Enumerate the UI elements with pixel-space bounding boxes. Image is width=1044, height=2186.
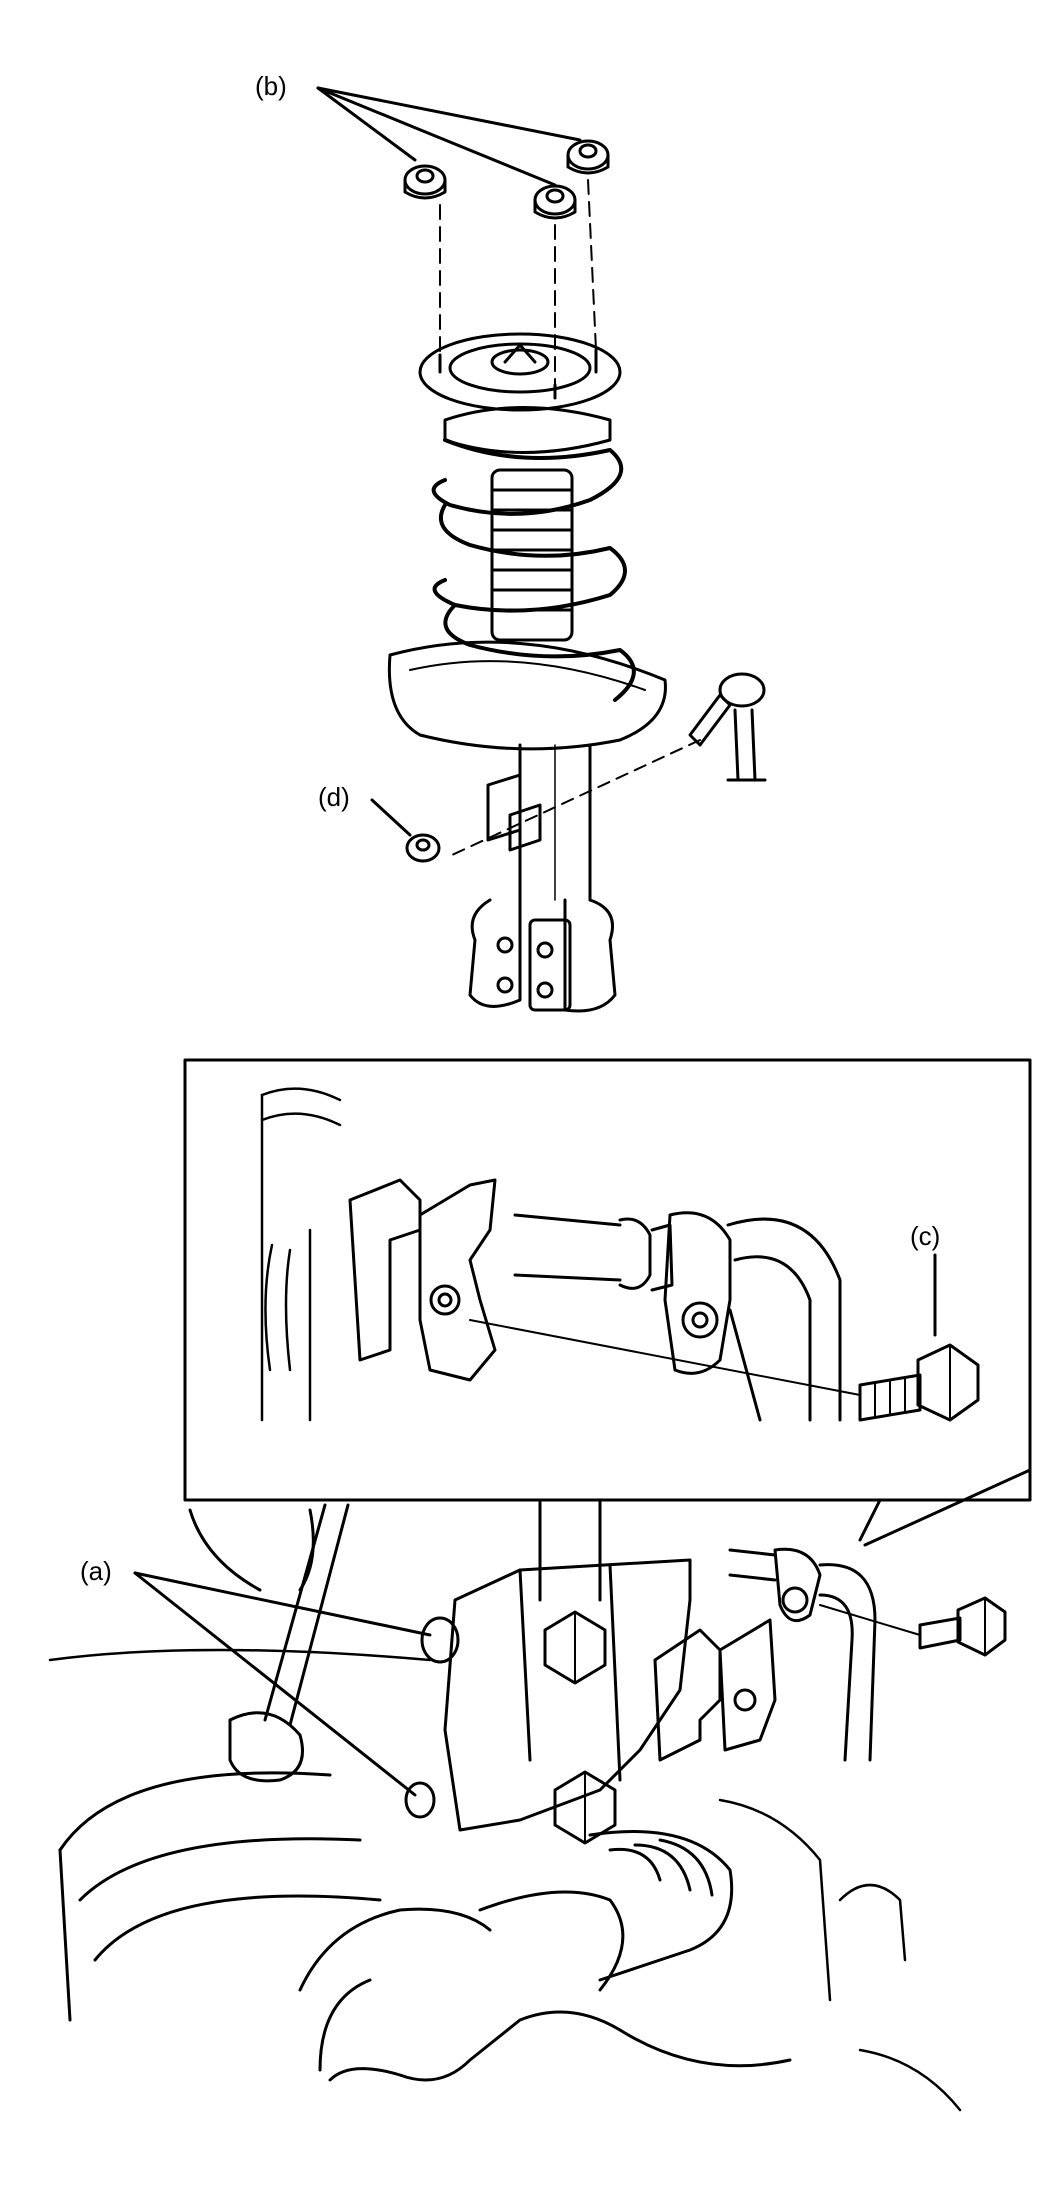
callout-a-label: (a) — [80, 1556, 112, 1586]
wheel-arch — [718, 1798, 962, 2112]
inset-pointer-left — [858, 1498, 882, 1542]
stud-alignment-lines — [439, 179, 597, 386]
callout-c-label: (c) — [910, 1221, 940, 1251]
mount-nut-right — [566, 139, 610, 175]
lower-strut — [188, 1498, 602, 1602]
callout-d-label: (d) — [318, 782, 350, 812]
lower-link-bolt — [918, 1596, 1007, 1657]
callout-a-leaders — [133, 1571, 432, 1797]
stabilizer-link-top — [688, 672, 767, 782]
knuckle-assembly: (a) — [48, 1498, 1007, 2112]
drive-shaft-boot — [478, 1830, 734, 1992]
stabilizer-bolt — [858, 1343, 980, 1422]
brake-disc — [58, 1771, 382, 2022]
inset-bolt-alignment — [469, 1319, 861, 1396]
strut-knuckle-bracket — [468, 898, 617, 1013]
strut-assembly: (b) — [255, 71, 767, 1013]
detail-inset: (c) — [183, 1058, 1032, 1547]
tie-rod — [228, 1503, 350, 1783]
coil-spring — [431, 438, 636, 702]
knuckle-bolt-lower — [404, 1770, 617, 1845]
spring-lower-seat — [387, 640, 667, 751]
dust-boot — [490, 468, 574, 642]
stabilizer-bracket — [486, 773, 542, 852]
link-nut — [405, 833, 441, 863]
background-edge-line — [48, 1648, 432, 1662]
lower-stabilizer-bracket — [653, 1618, 777, 1762]
mount-nut-middle — [533, 184, 577, 220]
inset-pointer-right — [863, 1468, 1032, 1547]
lower-stabilizer-link — [728, 1547, 877, 1762]
strut-body — [518, 743, 592, 902]
knuckle-bracket — [443, 1558, 692, 1832]
upper-mount — [418, 332, 622, 412]
knuckle-bolt-upper — [420, 1610, 607, 1685]
callout-d-leader — [370, 798, 412, 837]
spring-upper-seat — [443, 406, 612, 454]
callout-b-label: (b) — [255, 71, 287, 101]
lower-seat-rim — [409, 660, 646, 691]
mount-nut-left — [403, 164, 447, 200]
lower-bolt-alignment — [819, 1604, 921, 1636]
inset-strut — [260, 1087, 342, 1422]
inset-bracket — [348, 1178, 497, 1382]
link-alignment-line — [451, 739, 701, 856]
callout-b-leaders — [316, 86, 582, 187]
knuckle-body — [298, 1907, 792, 2082]
inset-stabilizer-link — [513, 1211, 842, 1422]
inset-frame — [183, 1058, 1032, 1502]
